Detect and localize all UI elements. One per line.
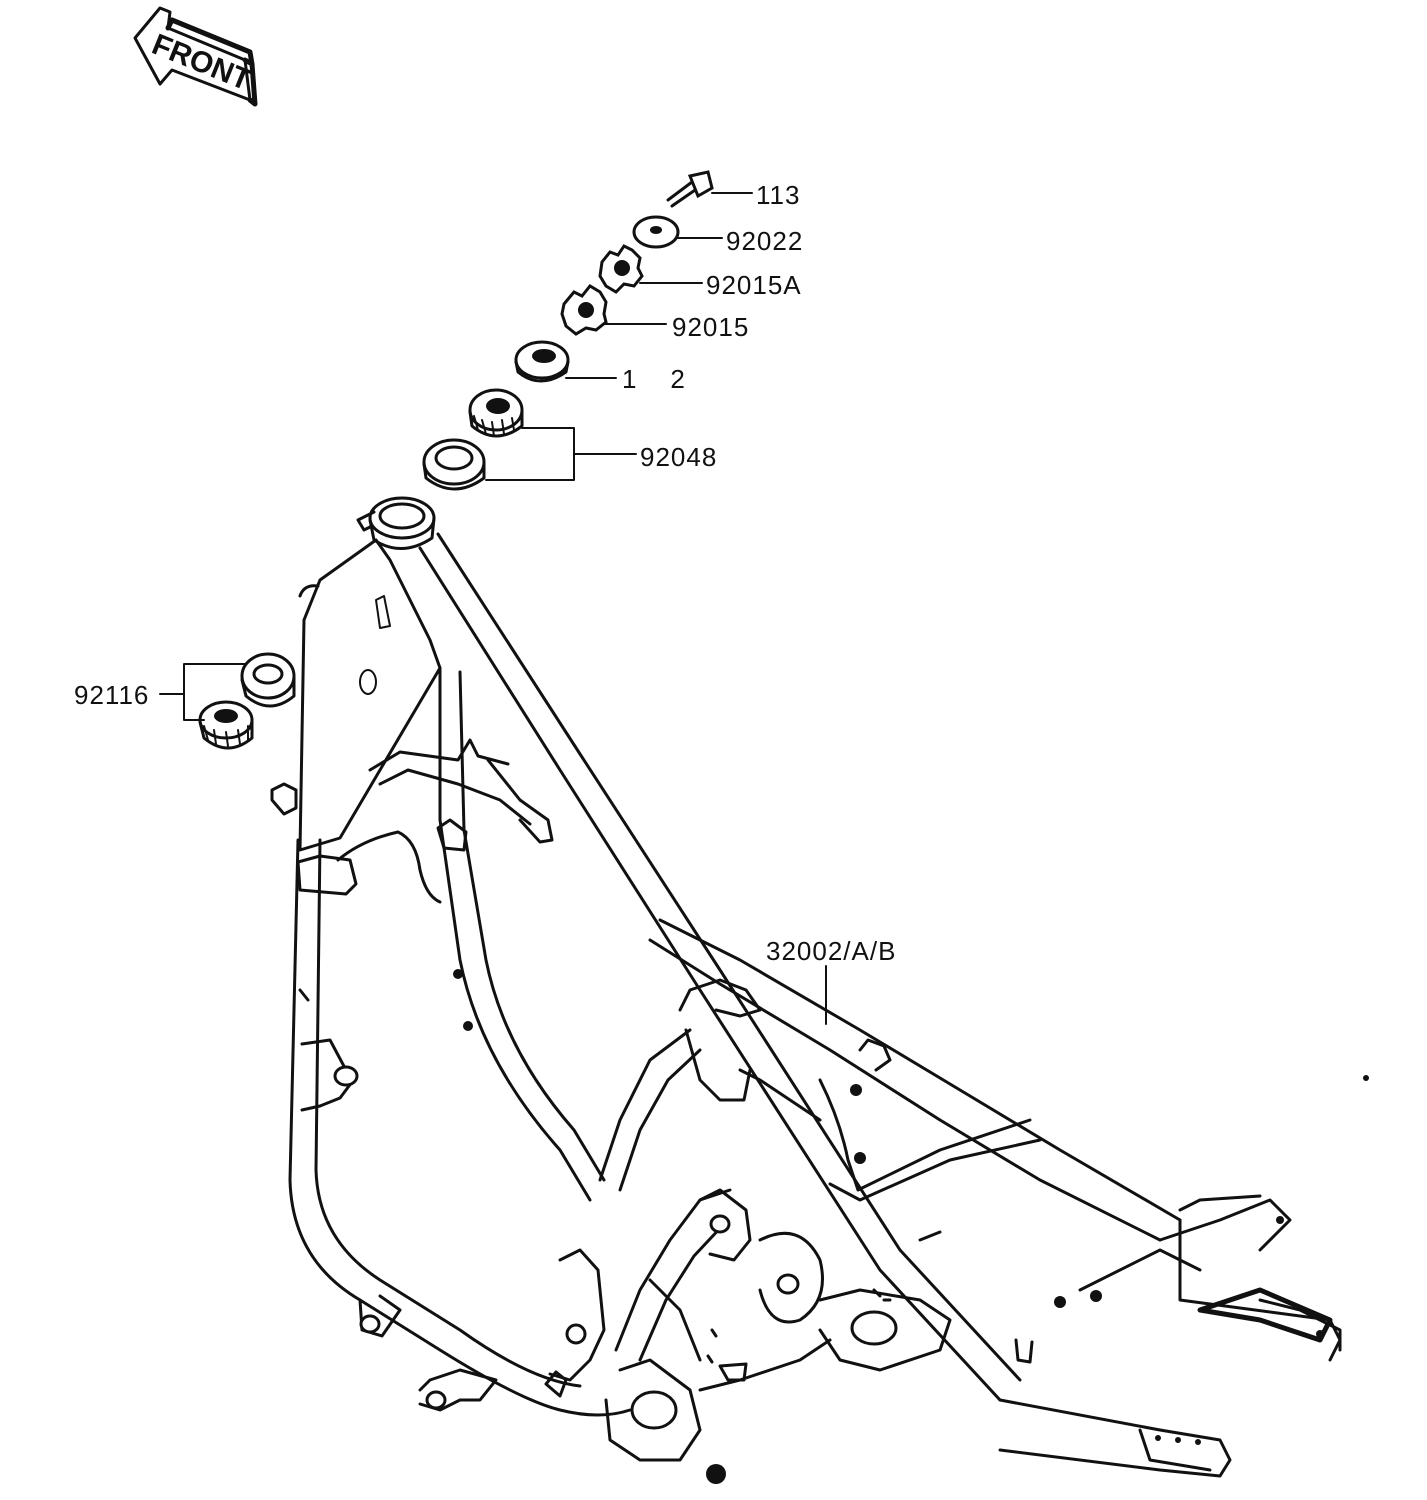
part-label-32002: 32002/A/B	[766, 936, 896, 966]
nut-92015	[560, 284, 667, 336]
front-arrow: FRONT	[133, 6, 258, 107]
bearing-92048	[422, 388, 637, 491]
front-arrow-label: FRONT	[147, 28, 255, 97]
part-label-92015: 92015	[672, 312, 749, 342]
part-label-113: 113	[756, 180, 800, 210]
part-label-92022: 92022	[726, 226, 803, 256]
bearing-92116	[159, 652, 296, 750]
part-label-92015a: 92015A	[706, 270, 802, 300]
washer-92022	[632, 215, 723, 249]
part-label-92116: 92116	[74, 680, 149, 710]
bolt-113	[666, 170, 753, 208]
part-label-11012: 1 2	[622, 364, 686, 394]
motorcycle-frame	[270, 496, 1342, 1484]
part-label-92048: 92048	[640, 442, 717, 472]
nut-92015a	[598, 244, 703, 294]
race-11012	[514, 340, 617, 383]
